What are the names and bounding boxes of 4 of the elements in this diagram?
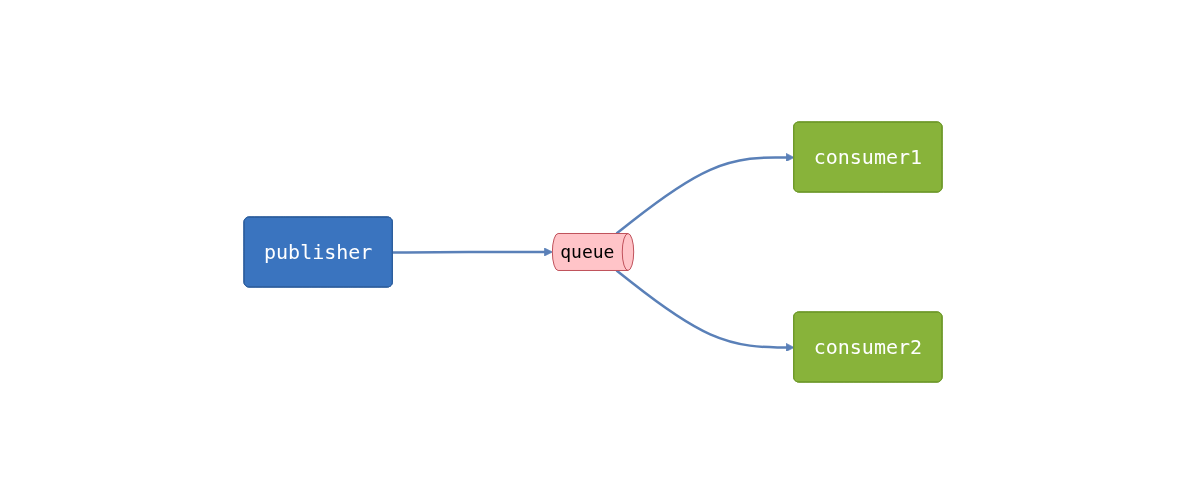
node-text: queue [560, 241, 615, 263]
arrow [615, 269, 795, 352]
arrow [615, 153, 795, 235]
arrow [392, 247, 553, 257]
